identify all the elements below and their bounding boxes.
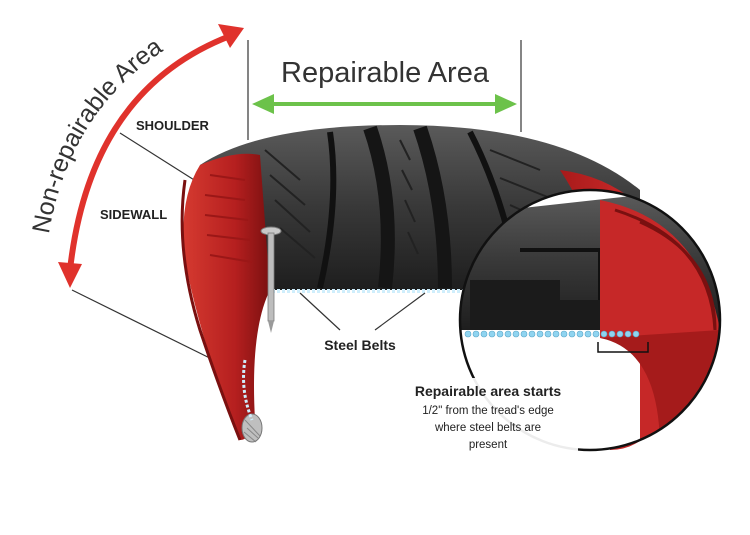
repair-starts-line2: where steel belts are xyxy=(434,422,541,434)
steel-belts-label: Steel Belts xyxy=(324,337,396,353)
tire-left-sidewall xyxy=(180,153,270,443)
steel-belts-pointer-left xyxy=(299,292,341,331)
repair-starts-line1: 1/2" from the tread's edge xyxy=(422,405,554,417)
sidewall-label: SIDEWALL xyxy=(100,207,167,222)
callout-background xyxy=(398,378,578,458)
steel-belts-pointer-right xyxy=(374,292,426,331)
repairable-area-arrow xyxy=(252,94,517,114)
repair-start-bracket xyxy=(597,342,649,353)
repair-starts-line3: present xyxy=(469,439,508,451)
non-repairable-area-label: Non-repairable Area xyxy=(27,32,167,235)
repairable-area-label: Repairable Area xyxy=(281,57,490,89)
steel-belt-line xyxy=(242,289,470,421)
shoulder-label: SHOULDER xyxy=(136,118,210,133)
nail-icon xyxy=(260,226,282,333)
repair-starts-title: Repairable area starts xyxy=(415,383,562,399)
non-repairable-area-text: Non-repairable Area xyxy=(27,32,167,235)
non-repairable-area-arrow xyxy=(58,24,244,288)
steel-belt-beads xyxy=(464,330,640,338)
bottom-guide-line xyxy=(71,289,231,369)
